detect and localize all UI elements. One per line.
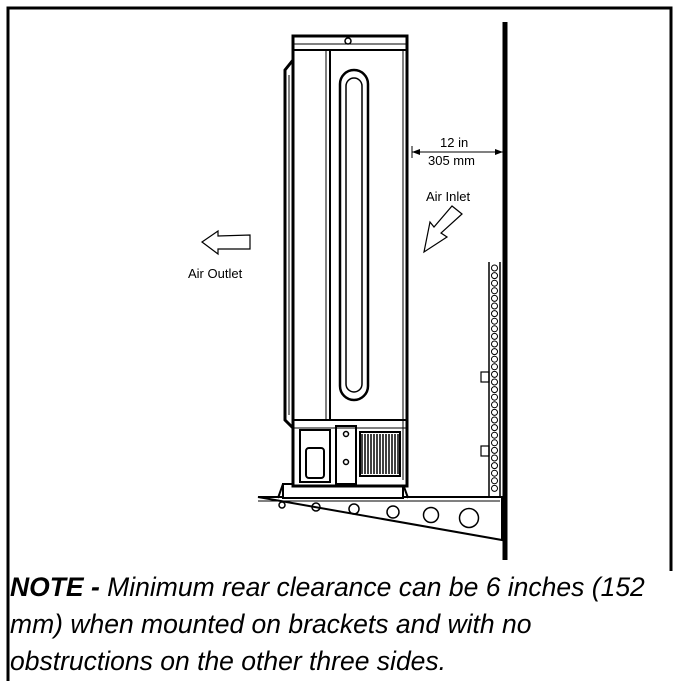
- bracket-hole: [491, 408, 498, 416]
- bracket-hole: [491, 424, 498, 432]
- bracket-hole: [491, 370, 498, 378]
- installation-note: NOTE - Minimum rear clearance can be 6 i…: [10, 569, 670, 680]
- bracket-hole: [491, 363, 498, 371]
- bracket-hole: [491, 401, 498, 409]
- base-bracket: [257, 496, 503, 542]
- bracket-hole: [491, 310, 498, 318]
- bracket-hole: [491, 484, 498, 492]
- note-prefix: NOTE -: [10, 572, 100, 602]
- bracket-hole: [491, 287, 498, 295]
- air-inlet-arrow-icon: [423, 205, 463, 254]
- bracket-hole: [491, 317, 498, 325]
- bracket-hole: [491, 378, 498, 386]
- bracket-hole: [491, 294, 498, 302]
- bracket-hole: [491, 302, 498, 310]
- air-inlet-label: Air Inlet: [426, 189, 470, 204]
- bracket-hole: [491, 264, 498, 272]
- bracket-hole: [491, 340, 498, 348]
- bracket-hole: [491, 416, 498, 424]
- clearance-mm-label: 305 mm: [428, 153, 475, 168]
- bracket-hole: [491, 332, 498, 340]
- bracket-hole: [491, 386, 498, 394]
- bracket-hole: [491, 477, 498, 485]
- note-text: Minimum rear clearance can be 6 inches (…: [10, 572, 645, 676]
- air-outlet-arrow-icon: [200, 229, 251, 256]
- bracket-hole: [491, 325, 498, 333]
- clearance-inches-label: 12 in: [440, 135, 468, 150]
- bracket-hole: [491, 272, 498, 280]
- bracket-hole: [491, 469, 498, 477]
- bracket-hole: [491, 454, 498, 462]
- outdoor-unit: [277, 34, 409, 499]
- bracket-hole: [491, 439, 498, 447]
- bracket-hole: [491, 462, 498, 470]
- bracket-hole: [491, 279, 498, 287]
- air-outlet-label: Air Outlet: [188, 266, 243, 281]
- bracket-hole: [491, 446, 498, 454]
- wall-bracket: [480, 262, 501, 500]
- bracket-hole: [491, 393, 498, 401]
- frame-border: [6, 6, 673, 681]
- bracket-hole: [491, 348, 498, 356]
- clearance-dimension: [411, 146, 503, 158]
- bracket-hole: [491, 355, 498, 363]
- bracket-hole: [491, 431, 498, 439]
